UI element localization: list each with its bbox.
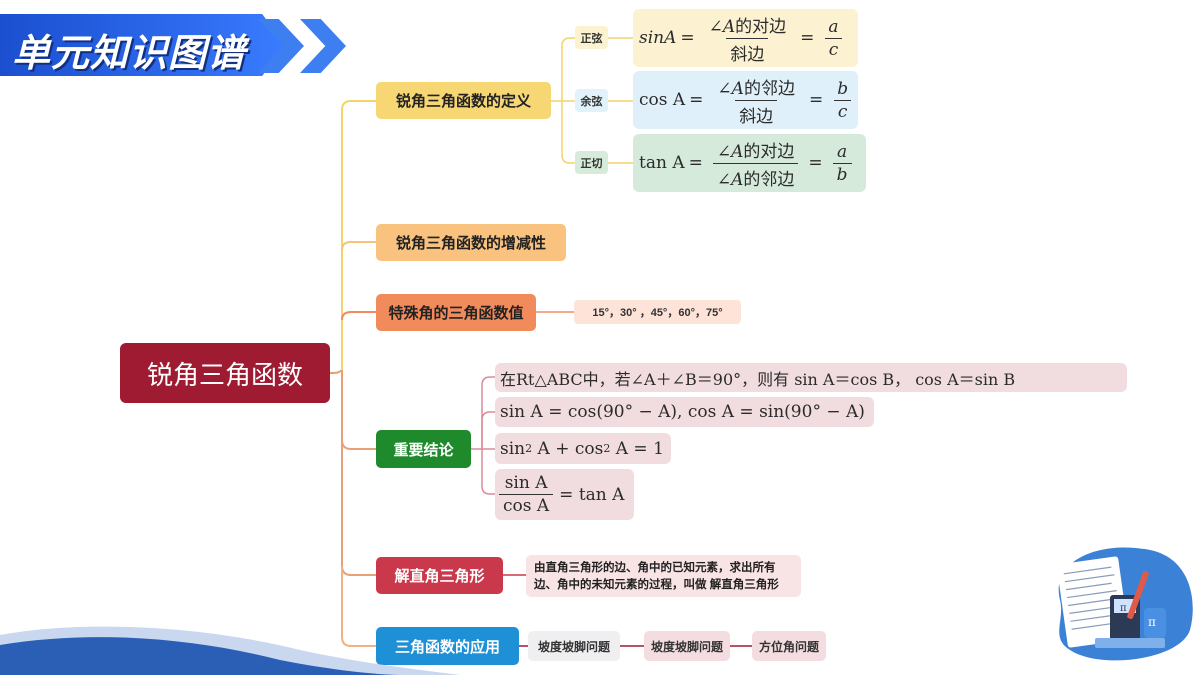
conclusion-cofunction: sin A = cos(90° − A), cos A = sin(90° − … <box>495 397 874 427</box>
text: sin <box>500 438 526 459</box>
text: A + cos <box>532 438 604 459</box>
result-denominator: c <box>824 37 843 60</box>
tag-sine: 正弦 <box>575 26 608 49</box>
result-numerator: a <box>837 141 848 162</box>
rhs: = tan A <box>559 484 625 505</box>
func-name: sinA <box>639 28 677 48</box>
tag-tangent: 正切 <box>575 151 608 174</box>
pi-symbol: π <box>1120 603 1127 614</box>
branch-monotonicity: 锐角三角函数的增减性 <box>376 224 566 261</box>
branch-definition: 锐角三角函数的定义 <box>376 82 551 119</box>
branch-conclusions: 重要结论 <box>376 430 471 468</box>
description-line: 边、角中的未知元素的过程，叫做 解直角三角形 <box>534 579 779 591</box>
text: A = 1 <box>610 438 664 459</box>
definition-tangent: tan A = ∠A的对边 ∠A的邻边 = a b <box>633 134 866 192</box>
branch-solve-triangle: 解直角三角形 <box>376 557 503 594</box>
numerator: sin A <box>504 473 548 493</box>
root-node: 锐角三角函数 <box>120 343 330 403</box>
var: A <box>722 16 736 37</box>
result-numerator: a <box>828 16 839 37</box>
denominator-text: 的邻边 <box>743 169 795 190</box>
branch-special-values: 特殊角的三角函数值 <box>376 294 536 331</box>
var: A <box>731 78 744 99</box>
definition-sine: sinA = ∠A的对边 斜边 = a c <box>633 9 858 67</box>
numerator-text: 的对边 <box>735 16 787 37</box>
application-item: 坡度坡脚问题 <box>644 631 730 661</box>
denominator-text: 斜边 <box>726 37 769 65</box>
result-denominator: b <box>832 162 852 185</box>
exponent: 2 <box>525 442 533 455</box>
application-item: 坡度坡脚问题 <box>528 631 620 661</box>
denominator: cos A <box>499 494 554 516</box>
tag-cosine: 余弦 <box>575 89 608 112</box>
angle-symbol: ∠ <box>717 78 732 99</box>
exponent: 2 <box>603 442 611 455</box>
func-name: tan A <box>639 153 685 173</box>
solve-description: 由直角三角形的边、角中的已知元素，求出所有 边、角中的未知元素的过程，叫做 解直… <box>526 555 801 597</box>
special-angle-values: 15°，30° ，45°，60°，75° <box>574 300 741 324</box>
conclusion-tangent-ratio: sin A cos A = tan A <box>495 469 634 520</box>
application-item: 方位角问题 <box>752 631 826 661</box>
pi-symbol: π <box>1148 615 1156 629</box>
definition-cosine: cos A = ∠A的邻边 斜边 = b c <box>633 71 858 129</box>
page-title: 单元知识图谱 <box>12 33 247 75</box>
denominator-text: 斜边 <box>735 99 778 127</box>
var: A <box>731 141 744 162</box>
angle-symbol: ∠ <box>708 16 723 37</box>
title-banner <box>0 14 285 76</box>
func-name: cos A <box>639 90 686 110</box>
conclusion-complementary: 在Rt△ABC中，若∠A＋∠B＝90°，则有 sin A＝cos B， cos … <box>495 363 1127 392</box>
numerator-text: 的对边 <box>743 141 795 162</box>
angle-symbol: ∠ <box>716 169 732 190</box>
var: A <box>731 169 744 190</box>
result-numerator: b <box>837 78 849 99</box>
description-line: 由直角三角形的边、角中的已知元素，求出所有 <box>534 562 776 574</box>
math-illustration-icon: π π <box>1056 547 1193 661</box>
result-denominator: c <box>833 99 852 122</box>
angle-symbol: ∠ <box>716 141 732 162</box>
wave-decoration <box>0 626 460 675</box>
branch-application: 三角函数的应用 <box>376 627 519 665</box>
numerator-text: 的邻边 <box>743 78 795 99</box>
